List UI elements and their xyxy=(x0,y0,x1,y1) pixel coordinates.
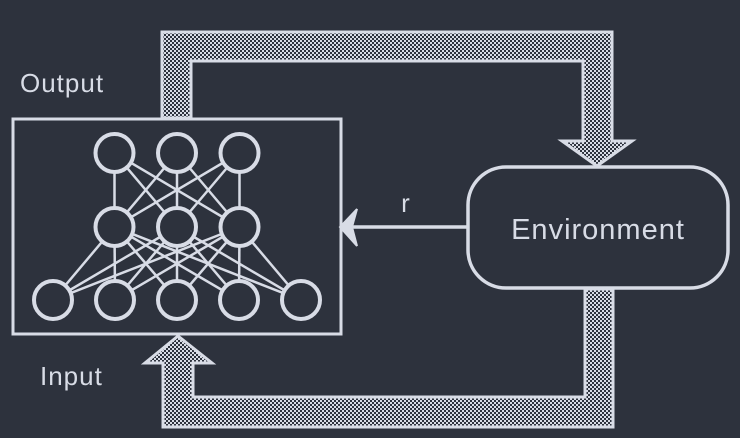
output-node xyxy=(93,132,136,174)
output-node xyxy=(218,132,261,174)
output-node xyxy=(156,132,198,174)
input-node xyxy=(32,279,74,321)
reward-label: r xyxy=(401,188,411,218)
hidden-node xyxy=(93,206,136,248)
network-nodes xyxy=(32,132,322,321)
hidden-node xyxy=(218,206,261,248)
network-edge xyxy=(114,225,241,302)
hidden-node xyxy=(156,206,198,248)
network-edge xyxy=(52,225,178,302)
reward-arrowhead-icon xyxy=(338,208,358,247)
input-node xyxy=(94,279,136,321)
input-node xyxy=(218,279,260,321)
observation-pipe-arrow xyxy=(140,287,615,429)
environment-label: Environment xyxy=(511,214,685,246)
action-pipe-arrow xyxy=(160,30,637,168)
network-edge xyxy=(113,151,241,229)
network-edge xyxy=(52,225,240,302)
output-label: Output xyxy=(20,68,104,98)
input-node xyxy=(280,279,322,321)
input-label: Input xyxy=(40,361,103,391)
input-node xyxy=(156,279,198,321)
